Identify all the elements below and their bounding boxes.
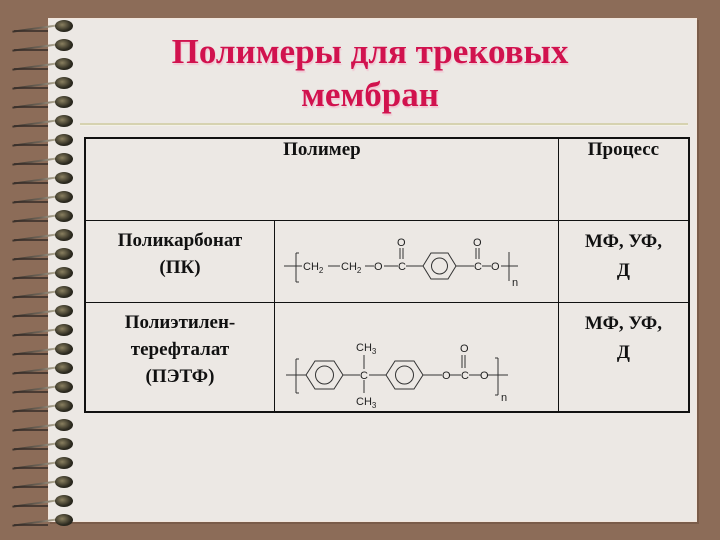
polymer-abbrev: (ПК)	[159, 256, 201, 278]
table-header-row: Полимер Процесс	[84, 137, 690, 221]
formula-cell: CH3 C CH3 O C O O n	[273, 301, 559, 413]
svg-text:O: O	[491, 261, 500, 273]
process-line-2: Д	[616, 259, 630, 281]
title-divider	[80, 123, 688, 126]
svg-text:O: O	[473, 237, 482, 249]
polymer-name-cell: Полиэтилен- терефталат (ПЭТФ)	[84, 301, 275, 413]
header-polymer: Полимер	[84, 137, 559, 221]
polymer-name: Поликарбонат	[117, 229, 243, 251]
polymer-name-cont: терефталат	[130, 338, 230, 360]
title-line-1: Полимеры для трековых	[171, 32, 569, 71]
svg-text:CH2: CH2	[303, 261, 324, 275]
repeat-n: n	[512, 277, 518, 289]
svg-text:C: C	[461, 370, 469, 382]
svg-text:C: C	[474, 261, 482, 273]
svg-text:CH3: CH3	[356, 342, 377, 356]
structural-formula-pk: CH2 CH2 O C O C O O n	[284, 237, 519, 289]
svg-text:O: O	[480, 370, 489, 382]
process-line-1: МФ, УФ,	[584, 230, 662, 252]
svg-text:CH3: CH3	[356, 396, 377, 410]
process-line-2: Д	[616, 341, 630, 363]
svg-text:O: O	[460, 343, 469, 355]
polymer-name-cell: Поликарбонат (ПК)	[84, 219, 275, 303]
header-process: Процесс	[557, 137, 690, 221]
svg-text:O: O	[397, 237, 406, 249]
polymer-name: Полиэтилен-	[124, 311, 236, 333]
spiral-binding	[0, 18, 80, 527]
process-cell: МФ, УФ, Д	[557, 301, 690, 413]
table-row: Поликарбонат (ПК)	[84, 219, 690, 303]
structural-formula-petf: CH3 C CH3 O C O O n	[286, 342, 509, 410]
title-line-2: мембран	[301, 75, 439, 114]
repeat-n: n	[501, 392, 507, 404]
polymer-table: Полимер Процесс Поликарбонат (ПК)	[84, 137, 690, 413]
polymer-abbrev: (ПЭТФ)	[145, 365, 215, 387]
svg-text:O: O	[374, 261, 383, 273]
svg-text:CH2: CH2	[341, 261, 362, 275]
process-line-1: МФ, УФ,	[584, 312, 662, 334]
svg-text:C: C	[398, 261, 406, 273]
process-cell: МФ, УФ, Д	[557, 219, 690, 303]
svg-text:O: O	[442, 370, 451, 382]
svg-text:C: C	[360, 370, 368, 382]
slide-title: Полимеры для трековых мембран	[60, 30, 680, 116]
table-row: Полиэтилен- терефталат (ПЭТФ)	[84, 301, 690, 413]
formula-cell: CH2 CH2 O C O C O O n	[273, 219, 559, 303]
